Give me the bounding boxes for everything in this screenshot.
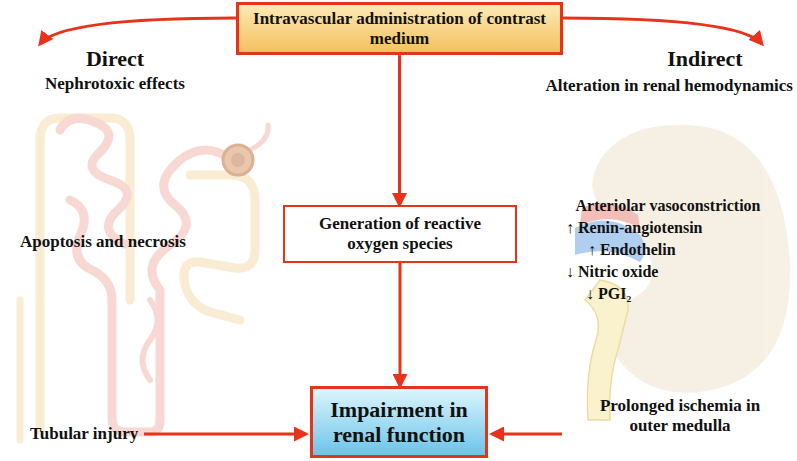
- input-label: Prolonged ischemia in outer medulla: [580, 396, 780, 435]
- process-box: Generation of reactive oxygen species: [283, 205, 517, 263]
- input-label: Tubular injury: [30, 424, 138, 444]
- mediator-label: ↓ Nitric oxide: [566, 263, 658, 281]
- effect-label: Apoptosis and necrosis: [20, 232, 186, 252]
- outcome-box: Impairment in renal function: [310, 386, 488, 458]
- nephron-illustration: [20, 118, 268, 440]
- box-text: Impairment in renal function: [321, 397, 477, 448]
- mediator-label: ↑ Endothelin: [588, 241, 676, 259]
- branch-arrow: [563, 18, 762, 44]
- input-arrow: [492, 433, 562, 436]
- branch-subtitle: Alteration in renal hemodynamics: [545, 76, 793, 96]
- branch-subtitle: Nephrotoxic effects: [45, 74, 185, 94]
- box-text: Generation of reactive oxygen species: [293, 214, 507, 253]
- flow-arrow: [398, 55, 401, 205]
- mediator-label: ↑ Renin-angiotensin: [566, 219, 702, 237]
- flow-arrow: [399, 263, 402, 386]
- source-box: Intravascular administration of contrast…: [236, 2, 563, 55]
- box-text: Intravascular administration of contrast…: [247, 9, 552, 48]
- effect-label: Arteriolar vasoconstriction: [576, 197, 761, 215]
- branch-title: Direct: [86, 46, 144, 71]
- mediator-label: ↓ PGI₂: [586, 285, 631, 303]
- branch-title: Indirect: [667, 46, 742, 71]
- input-arrow: [144, 433, 306, 436]
- branch-arrow: [40, 18, 236, 44]
